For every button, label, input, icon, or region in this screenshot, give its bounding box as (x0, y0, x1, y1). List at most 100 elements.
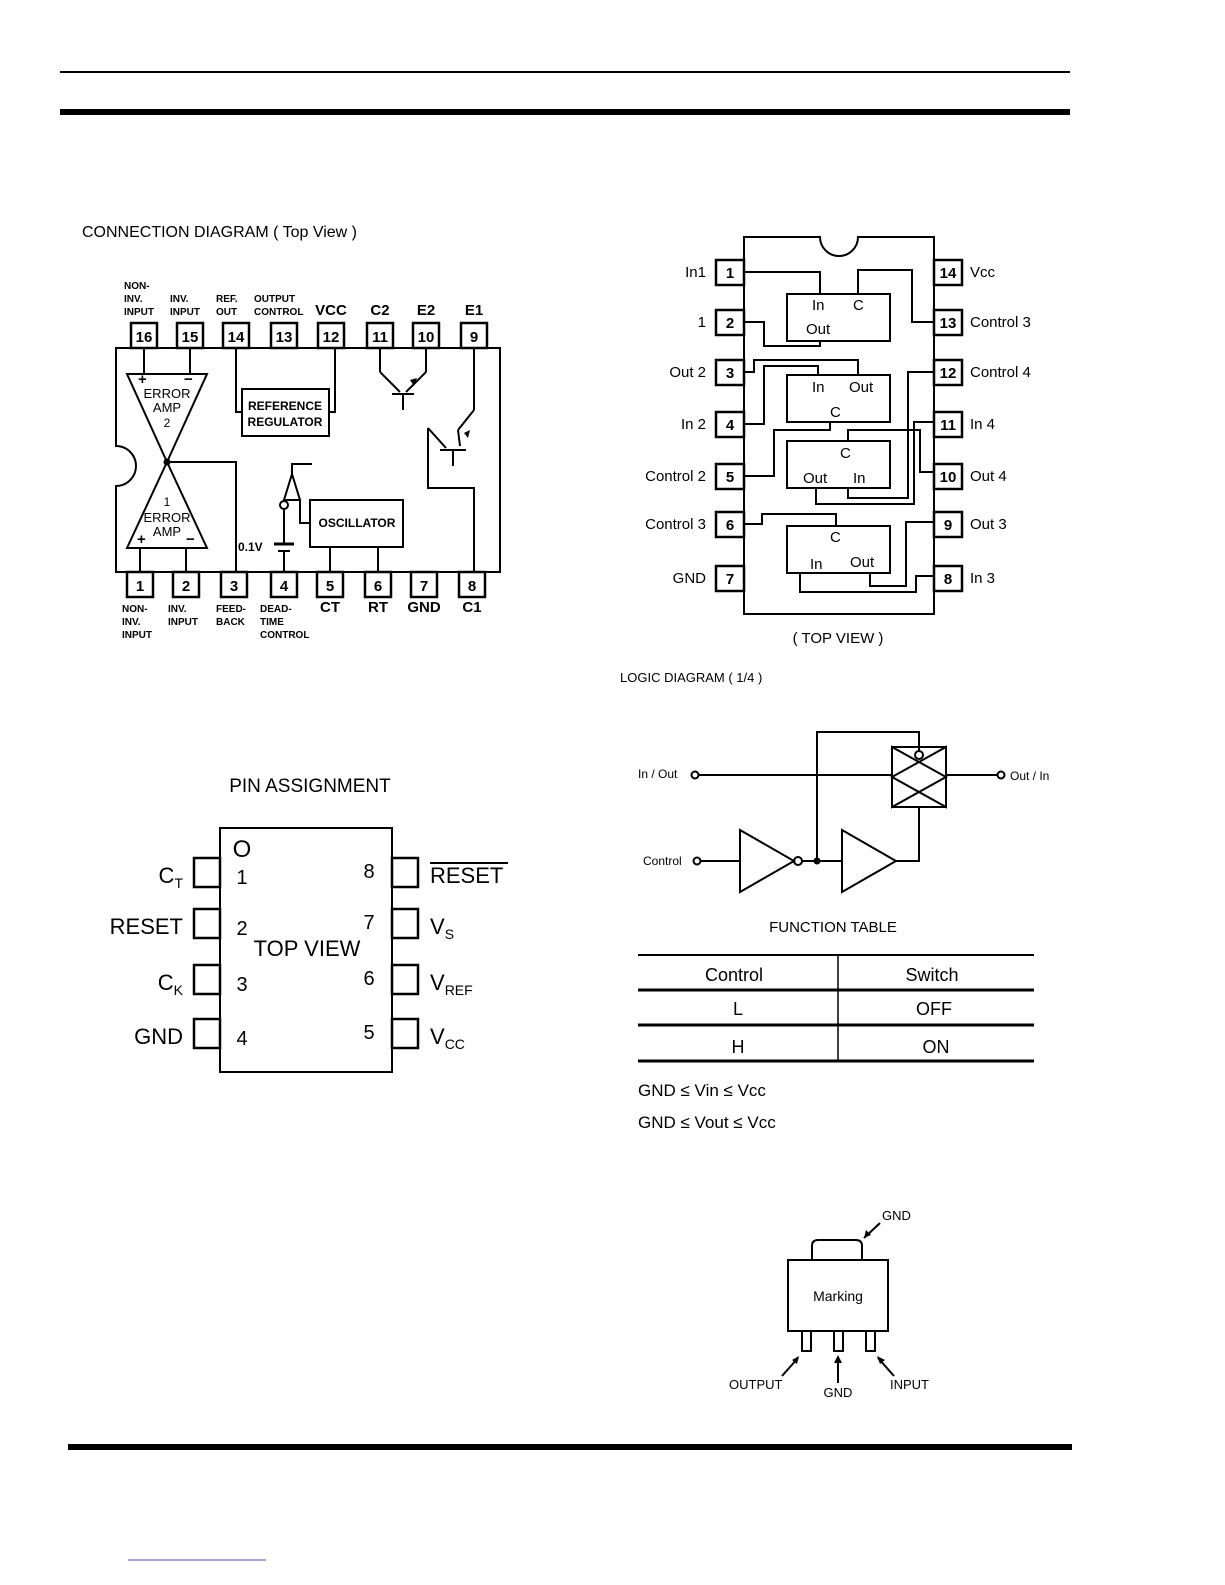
function-table-title: FUNCTION TABLE (769, 919, 897, 936)
error-amp-2-plus: + (138, 371, 147, 388)
sw2-out: Out (849, 379, 874, 396)
pin-number: 1 (236, 867, 247, 889)
sw3-in: In (853, 470, 866, 487)
transistor-q2 (379, 348, 427, 410)
package-diagram: Marking GND OUTPUT GND INPUT (729, 1208, 929, 1400)
sw1-c: C (853, 297, 864, 314)
amp-output-wire (167, 461, 237, 572)
pin-number: 4 (280, 578, 289, 595)
pin-label: OUTPUT (254, 294, 295, 305)
note-vout: GND ≤ Vout ≤ Vcc (638, 1113, 776, 1132)
pin-number: 4 (726, 417, 735, 434)
pin-number: 2 (236, 918, 247, 940)
out-in-terminal (996, 770, 1006, 780)
sw2-in: In (812, 379, 825, 396)
pin-label: 1 (698, 314, 706, 331)
pin-label: Out 2 (669, 364, 706, 381)
table-cell-on: ON (923, 1037, 950, 1057)
sw4-c: C (830, 529, 841, 546)
pin-label: FEED- (216, 604, 246, 615)
pin-label: INPUT (124, 307, 154, 318)
ref-reg-line2: REGULATOR (248, 415, 323, 429)
error-amp-1-plus: + (137, 531, 146, 548)
pin-label: GND (134, 1024, 183, 1049)
pin-number: 15 (182, 329, 199, 346)
in-out-label: In / Out (638, 767, 678, 781)
buffer-out-wire (896, 807, 920, 862)
bottom-pin-6: 6RT (363, 570, 393, 616)
dip8-center-label: TOP VIEW (254, 936, 361, 961)
pin-number: 11 (372, 329, 388, 346)
function-table: FUNCTION TABLE Control Switch L OFF H ON… (638, 919, 1034, 1132)
pin-number: 8 (363, 861, 374, 883)
pin-label: CT (159, 863, 184, 891)
pin-label: Out 3 (970, 516, 1007, 533)
pin-label: VCC (430, 1024, 465, 1052)
pin-number: 7 (420, 578, 428, 595)
pin-number: 12 (323, 329, 340, 346)
package-lead-2 (833, 1330, 844, 1352)
pin-assignment: PIN ASSIGNMENT O TOP VIEW 1CT2RESET3CK4G… (110, 776, 508, 1073)
top-pin-9: 9E1 (459, 302, 489, 350)
pin-number: 13 (940, 315, 957, 332)
switch-block-3 (786, 440, 891, 489)
switch-block-2 (786, 374, 891, 423)
package-lead-1 (801, 1330, 812, 1352)
error-amp-1-line1: 1 (164, 495, 171, 509)
inverted-control-wire (816, 731, 920, 861)
pin-label: DEAD- (260, 604, 292, 615)
pin-label: C1 (462, 599, 481, 616)
error-amp-1-triangle (125, 459, 209, 549)
top-pin-row: 16NON-INV.INPUT15INV.INPUT14REF.OUT13OUT… (124, 281, 489, 350)
table-header-switch: Switch (905, 965, 958, 985)
pin-number: 5 (726, 469, 734, 486)
pin-label: Out 4 (970, 468, 1007, 485)
quad-left-pin-4: 4In 2 (681, 410, 746, 439)
dip8-pin1-mark: O (233, 836, 252, 863)
pin-label: NON- (124, 281, 150, 292)
in-out-terminal (690, 770, 700, 780)
pin-label: CONTROL (254, 307, 303, 318)
sw4-out: Out (850, 554, 875, 571)
control-terminal (692, 856, 702, 866)
pin-label: TIME (260, 617, 284, 628)
ref-reg-line1: REFERENCE (248, 399, 322, 413)
pin-label: Control 2 (645, 468, 706, 485)
sw1-out: Out (806, 321, 831, 338)
pin-number: 6 (374, 578, 382, 595)
switch-block-1 (786, 293, 891, 342)
ic-body-outline (115, 347, 501, 573)
pin-number: 8 (944, 571, 952, 588)
pin-label: Control 3 (645, 516, 706, 533)
wire-pin12 (329, 348, 336, 413)
package-marking: Marking (813, 1288, 863, 1304)
pin-label: OUT (216, 307, 237, 318)
pin-label: In1 (685, 264, 706, 281)
pin-number: 1 (136, 578, 144, 595)
bottom-pin-8: 8C1 (457, 570, 487, 616)
quad-left-pin-5: 5 Control 2 (645, 462, 746, 491)
pin-label: CONTROL (260, 630, 309, 641)
transistor-q1 (427, 348, 475, 572)
pin-number: 14 (228, 329, 245, 346)
error-amp-1-minus: − (186, 531, 195, 548)
logic-diagram: LOGIC DIAGRAM ( 1/4 ) In / Out Out / In … (620, 670, 1049, 894)
pin-label: INPUT (122, 630, 152, 641)
pin-label: BACK (216, 617, 246, 628)
